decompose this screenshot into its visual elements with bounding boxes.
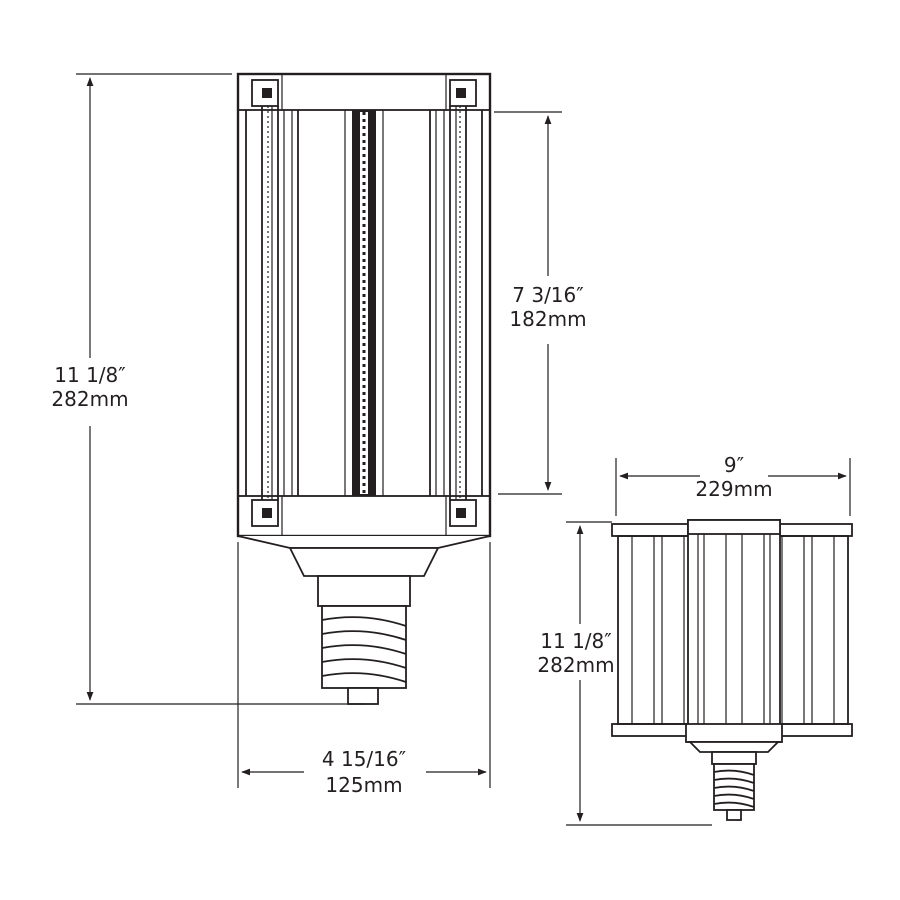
base-shoulder bbox=[237, 535, 491, 549]
side-base-collar bbox=[711, 751, 757, 765]
side-base-neck bbox=[687, 741, 781, 753]
side-height-mm: 282mm bbox=[537, 653, 614, 677]
screw-thread bbox=[321, 605, 407, 689]
side-width-mm: 229mm bbox=[695, 477, 772, 501]
front-height-in: 11 1/8″ bbox=[54, 363, 125, 387]
side-width-in: 9″ bbox=[724, 453, 744, 477]
side-view-lamp bbox=[611, 519, 853, 821]
top-right-bracket bbox=[449, 79, 477, 107]
front-view-lamp bbox=[236, 72, 492, 705]
led-length-dimension: 7 3/16″ 182mm bbox=[494, 111, 587, 495]
side-height-dimension: 11 1/8″ 282mm bbox=[537, 521, 712, 826]
side-center-body bbox=[687, 519, 781, 743]
bottom-right-bracket bbox=[449, 499, 477, 527]
front-width-in: 4 15/16″ bbox=[322, 747, 406, 771]
front-width-dimension: 4 15/16″ 125mm bbox=[237, 542, 491, 797]
side-screw-thread bbox=[713, 763, 755, 811]
front-width-mm: 125mm bbox=[325, 773, 402, 797]
front-height-mm: 282mm bbox=[51, 387, 128, 411]
side-height-in: 11 1/8″ bbox=[540, 629, 611, 653]
front-height-dimension: 11 1/8″ 282mm bbox=[51, 73, 366, 705]
base-collar bbox=[317, 575, 411, 607]
led-length-in: 7 3/16″ bbox=[512, 283, 583, 307]
side-base-contact bbox=[726, 809, 742, 821]
base-neck bbox=[288, 547, 440, 577]
led-length-mm: 182mm bbox=[509, 307, 586, 331]
side-width-dimension: 9″ 229mm bbox=[615, 453, 851, 516]
base-contact bbox=[347, 687, 379, 705]
